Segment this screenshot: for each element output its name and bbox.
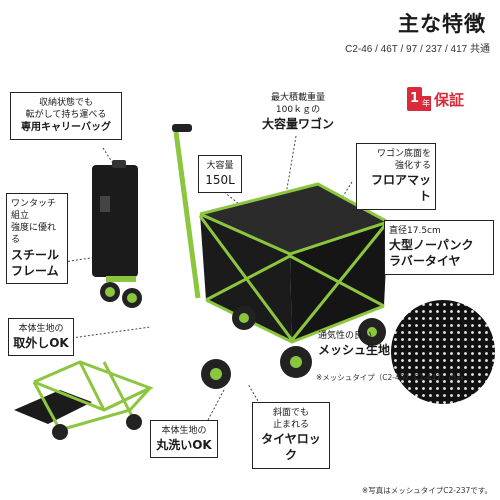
mesh-note: ※メッシュタイプ（C2-437, C2-417）のみ (316, 373, 464, 382)
callout-text: 直径17.5cm (389, 226, 441, 236)
callout-heading: 150L (205, 173, 235, 188)
bare-frame (14, 360, 154, 440)
callout-tire-lock: 斜面でも 止まれる タイヤロック (252, 402, 330, 469)
callout-tire: 直径17.5cm 大型ノーパンク ラバータイヤ (384, 220, 494, 275)
warranty-badge: 1 年 保証 (407, 86, 464, 112)
callout-heading: フレーム (11, 263, 59, 278)
callout-text: 通気性の良い (318, 331, 373, 341)
callout-heading: ラバータイヤ (389, 254, 461, 269)
callout-text: 強化する (394, 161, 431, 172)
carry-bag (92, 160, 142, 308)
warranty-label: 保証 (434, 90, 465, 109)
callout-heading: フロアマット (370, 173, 431, 204)
callout-text: 収納状態でも (38, 98, 93, 108)
callout-heading: タイヤロック (261, 432, 321, 463)
callout-washable: 本体生地の 丸洗いOK (150, 420, 218, 459)
callout-carry-bag: 収納状態でも 転がして持ち運べる 専用キャリーバッグ (10, 92, 122, 140)
callout-text: 強度に優れる (11, 223, 57, 246)
mesh-closeup (391, 300, 495, 404)
callout-heading: 取外しOK (13, 336, 69, 351)
callout-heading: 専用キャリーバッグ (21, 122, 111, 134)
callout-floor-mat: ワゴン底面を 強化する フロアマット (356, 143, 436, 210)
callout-text: 転がして持ち運べる (25, 110, 107, 121)
model-list: C2-46 / 46T / 97 / 237 / 417 共通 (345, 44, 490, 55)
callout-capacity: 大容量 150L (198, 155, 242, 194)
callout-text: 本体生地の (161, 426, 207, 436)
callout-text: 斜面でも (272, 408, 309, 418)
callout-heading: 丸洗いOK (156, 438, 212, 453)
wagon (172, 124, 392, 389)
callout-text: 止まれる (272, 420, 309, 431)
callout-frame: ワンタッチ組立 強度に優れる スチール フレーム (6, 193, 68, 284)
callout-heading: スチール (11, 247, 60, 262)
callout-text: 100ｋｇの (275, 105, 321, 116)
callout-removable: 本体生地の 取外しOK (8, 318, 74, 357)
callout-heading: 大型ノーパンク (389, 238, 474, 253)
callout-text: 最大積載重量 (271, 93, 326, 103)
callout-text: ワゴン底面を (376, 149, 431, 159)
callout-text: ワンタッチ組立 (11, 199, 57, 222)
wagon-wheels (201, 306, 386, 389)
callout-mesh: 通気性の良い メッシュ生地 (318, 330, 390, 358)
callout-load: 最大積載重量 100ｋｇの 大容量ワゴン (262, 92, 334, 132)
page-title: 主な特徴 (398, 12, 486, 36)
footnote: ※写真はメッシュタイプC2-237です。 (361, 486, 492, 495)
callout-text: 大容量 (206, 161, 234, 171)
warranty-number: 1 (407, 87, 423, 111)
callout-heading: 大容量ワゴン (262, 117, 335, 132)
warranty-unit: 年 (421, 96, 432, 111)
callout-heading: メッシュ生地 (318, 343, 391, 358)
callout-text: 本体生地の (18, 324, 64, 334)
